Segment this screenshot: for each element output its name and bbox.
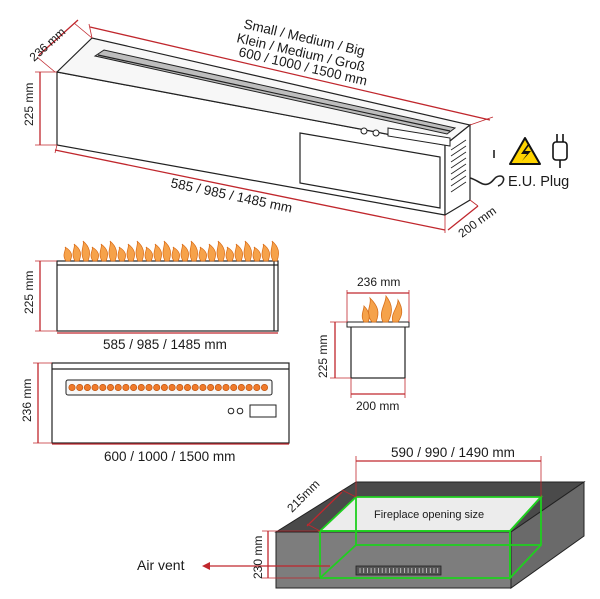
burner-dot xyxy=(199,383,207,391)
front-view: 225 mm 585 / 985 / 1485 mm xyxy=(22,240,279,352)
side-height-dim: 225 mm xyxy=(316,335,330,378)
air-vent-label: Air vent xyxy=(137,557,185,573)
flame-icon xyxy=(243,240,252,262)
flame-icon xyxy=(108,240,117,262)
plug-label: E.U. Plug xyxy=(508,174,569,190)
top-depth-dim: 236 mm xyxy=(27,25,69,64)
flame-icon xyxy=(135,240,144,262)
flame-icon xyxy=(81,240,90,262)
flame-icon xyxy=(72,243,81,262)
burner-dot xyxy=(168,383,176,391)
burner-dot xyxy=(214,383,222,391)
side-body xyxy=(350,325,406,379)
fireplace-slab-side xyxy=(510,481,585,589)
burner-dot xyxy=(68,383,76,391)
control-button xyxy=(372,129,380,137)
opening-height-dim: 230 mm xyxy=(251,536,265,579)
flame-row-icon xyxy=(63,240,279,262)
flame-icon xyxy=(153,243,162,262)
side-flame-icon xyxy=(361,294,403,323)
burner-dot xyxy=(222,383,230,391)
burner-dot xyxy=(130,383,138,391)
burner-dot xyxy=(153,383,161,391)
burner-dot xyxy=(160,383,168,391)
eu-plug-icon xyxy=(552,134,568,168)
burner-dot xyxy=(122,383,130,391)
flame-icon xyxy=(225,246,234,262)
isometric-view: 236 mm 225 mm Small / Medium / Big Klein… xyxy=(22,16,569,240)
plan-control-display xyxy=(249,404,277,418)
burner-dot xyxy=(107,383,115,391)
opening-view: Air vent Fireplace opening size 590 / 99… xyxy=(137,445,586,589)
control-display xyxy=(387,127,451,147)
flame-icon xyxy=(99,243,108,262)
plan-width-dims: 600 / 1000 / 1500 mm xyxy=(104,449,235,464)
plan-view: 236 mm 600 / 1000 / 1500 mm xyxy=(20,362,290,464)
flame-icon xyxy=(63,246,72,262)
burner-dot xyxy=(137,383,145,391)
display-window xyxy=(299,132,441,209)
burner-dot xyxy=(260,383,268,391)
flame-icon xyxy=(252,246,261,262)
plan-body xyxy=(51,362,290,444)
flame-icon xyxy=(171,246,180,262)
plan-control-button xyxy=(236,407,244,415)
burner-dot xyxy=(237,383,245,391)
flame-icon xyxy=(144,246,153,262)
flame-icon xyxy=(270,240,279,262)
burner-dots xyxy=(68,383,268,391)
plan-depth-dim: 236 mm xyxy=(20,379,34,422)
front-width-dims: 585 / 985 / 1485 mm xyxy=(103,337,227,352)
burner-dot xyxy=(83,383,91,391)
front-body xyxy=(56,260,279,332)
side-vent xyxy=(450,139,467,193)
burner-dot xyxy=(207,383,215,391)
flame-icon xyxy=(180,243,189,262)
flame-icon xyxy=(234,243,243,262)
fireplace-opening xyxy=(320,497,541,531)
opening-label: Fireplace opening size xyxy=(374,509,484,521)
burner-dot xyxy=(76,383,84,391)
burner-dot xyxy=(253,383,261,391)
side-view: 236 mm 225 mm 200 mm xyxy=(316,275,410,413)
flame-icon xyxy=(189,240,198,262)
fireplace-slab-front xyxy=(275,531,512,589)
burner-dot xyxy=(230,383,238,391)
side-top-dim: 236 mm xyxy=(357,275,400,289)
flame-icon xyxy=(261,243,270,262)
plan-control-button xyxy=(227,407,235,415)
side-depth-dim: 200 mm xyxy=(456,204,499,241)
flame-icon xyxy=(126,243,135,262)
burner-dot xyxy=(176,383,184,391)
top-height-dim: 225 mm xyxy=(22,83,36,126)
flame-icon xyxy=(207,243,216,262)
burner-dot xyxy=(145,383,153,391)
burner-dot xyxy=(91,383,99,391)
burner-dot xyxy=(99,383,107,391)
front-height-dim: 225 mm xyxy=(22,271,36,314)
side-bottom-dim: 200 mm xyxy=(356,399,399,413)
electric-warning-icon xyxy=(509,137,541,165)
burner-dot xyxy=(114,383,122,391)
flame-icon xyxy=(216,240,225,262)
flame-icon xyxy=(198,246,207,262)
opening-width-dims: 590 / 990 / 1490 mm xyxy=(391,445,515,460)
flame-icon xyxy=(90,246,99,262)
air-vent-arrow-icon xyxy=(202,562,210,570)
burner-dot xyxy=(245,383,253,391)
flame-icon xyxy=(117,246,126,262)
flame-icon xyxy=(162,240,171,262)
burner-dot xyxy=(191,383,199,391)
power-cable xyxy=(469,175,505,187)
air-vent xyxy=(355,565,442,576)
control-button xyxy=(360,127,368,135)
burner-dot xyxy=(184,383,192,391)
